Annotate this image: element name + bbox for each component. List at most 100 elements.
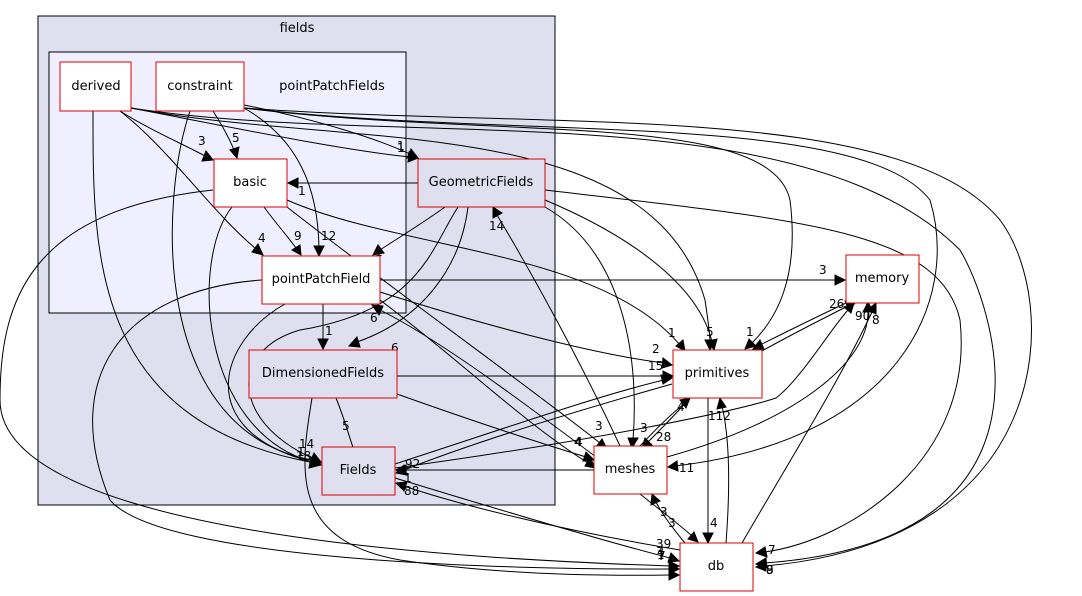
edge-label: 3 (668, 516, 676, 530)
edge-ppf-dim: 1 (317, 304, 333, 351)
edges-layer: 3 4 1 5 9 (0, 104, 1032, 581)
edge-label: 1 (404, 471, 412, 485)
edge-db-memory: 8 (741, 301, 880, 544)
node-box[interactable] (59, 61, 132, 112)
edge-constraint-meshes: 11 (243, 107, 938, 475)
node-box[interactable] (679, 542, 754, 592)
edge-label: 1 (668, 326, 676, 340)
edge-dim-meshes (396, 393, 596, 462)
node-constraint[interactable]: constraint (155, 61, 245, 112)
node-GeometricFields[interactable]: GeometricFields (417, 158, 546, 208)
edge-label: 90 (855, 309, 870, 323)
edge-derived-basic: 3 (119, 110, 214, 162)
edge-label: 6 (370, 311, 378, 325)
edge-meshes-fields: 92 (394, 457, 594, 476)
edge-geo-ppf: 1 (372, 206, 446, 259)
edge-label: 1 (298, 184, 306, 198)
edge-label: 4 (710, 516, 718, 530)
node-box[interactable] (417, 158, 546, 208)
node-label: db (708, 559, 725, 574)
edge-basic-prim: 1 (286, 199, 686, 352)
edge-label: 4 (574, 435, 582, 449)
edge-ppf-memory: 3 (380, 263, 847, 286)
node-box[interactable] (593, 445, 668, 495)
node-box[interactable] (672, 349, 763, 399)
edge-derived-ppf: 4 (119, 110, 266, 256)
edge-label: 1 (397, 141, 405, 155)
edge-label: 3 (595, 419, 603, 433)
edge-memory-prim: 7 (751, 297, 855, 350)
node-box[interactable] (248, 349, 398, 399)
edge-meshes-ppf: 6 (370, 304, 601, 461)
node-DimensionedFields[interactable]: DimensionedFields (248, 349, 398, 399)
edge-constraint-basic: 5 (212, 110, 240, 160)
node-label: constraint (167, 79, 232, 94)
edge-meshes-prim: 4 (639, 397, 691, 447)
edge-db-meshes: 3 (650, 492, 686, 544)
edge-constraint-ppf: 12 (243, 107, 336, 258)
edge-label: 8 (872, 313, 880, 327)
node-meshes[interactable]: meshes (593, 445, 668, 495)
edge-label: 5 (706, 325, 714, 339)
node-box[interactable] (261, 255, 381, 305)
node-label: basic (233, 175, 267, 190)
node-label: pointPatchField (272, 272, 371, 287)
edge-label: 5 (232, 131, 240, 145)
edge-prim-db: 4 (702, 398, 718, 545)
node-label: GeometricFields (429, 175, 534, 190)
cluster-pointPatchFields-label: pointPatchFields (279, 79, 385, 94)
node-box[interactable] (845, 254, 920, 304)
node-memory[interactable]: memory (845, 254, 920, 304)
node-db[interactable]: db (679, 542, 754, 592)
edge-constraint-db: 8 (243, 107, 1032, 577)
node-box[interactable] (213, 158, 288, 208)
node-label: meshes (605, 462, 656, 477)
edge-ppf-fields: 1 (227, 303, 323, 468)
edge-meshes-db: 3 (639, 493, 699, 543)
edge-label: 6 (391, 341, 399, 355)
edge-label: 112 (708, 409, 731, 423)
edge-fields-prim (394, 374, 674, 465)
edge-label: 3 (660, 505, 668, 519)
edge-constraint-prim: 1 (243, 107, 793, 350)
edge-label: 2 (652, 342, 660, 356)
edge-label: 14 (489, 219, 504, 233)
node-pointPatchField[interactable]: pointPatchField (261, 255, 381, 305)
edge-label: 8 (766, 563, 774, 577)
edge-label: 11 (679, 461, 694, 475)
edge-label: 1 (657, 548, 665, 562)
edge-prim-meshes: 28 (641, 397, 691, 449)
node-label: memory (855, 271, 910, 286)
edge-label: 1 (297, 445, 305, 459)
edge-label: 1 (325, 324, 333, 338)
edge-label: 3 (819, 263, 827, 277)
edge-label: 4 (677, 400, 685, 414)
cluster-fields-label: fields (280, 21, 315, 36)
node-Fields[interactable]: Fields (321, 446, 396, 496)
node-basic[interactable]: basic (213, 158, 288, 208)
edge-label: 4 (575, 435, 583, 449)
edge-label: 39 (656, 537, 671, 551)
edge-label: 9 (766, 563, 774, 577)
edge-label: 1 (375, 245, 383, 259)
node-box[interactable] (321, 446, 396, 496)
node-label: DimensionedFields (262, 366, 384, 381)
node-primitives[interactable]: primitives (672, 349, 763, 399)
edge-label: 14 (299, 437, 314, 451)
edge-label: 1 (746, 325, 754, 339)
node-box[interactable] (155, 61, 245, 112)
edge-label: 88 (404, 484, 419, 498)
node-derived[interactable]: derived (59, 61, 132, 112)
edge-label: 18 (296, 449, 311, 463)
edge-basic-ppf: 9 (263, 206, 302, 256)
edge-label: 4 (657, 545, 665, 559)
edge-label: 12 (321, 229, 336, 243)
edge-geo-dim: 6 (347, 206, 469, 355)
edge-ppf-meshes: 4 (379, 299, 596, 469)
edge-meshes-geo: 14 (489, 206, 621, 447)
edge-db-fields: 88 (394, 481, 681, 551)
edge-label: 7 (847, 297, 855, 311)
edge-db-prim: 112 (708, 396, 731, 544)
node-label: primitives (685, 366, 750, 381)
